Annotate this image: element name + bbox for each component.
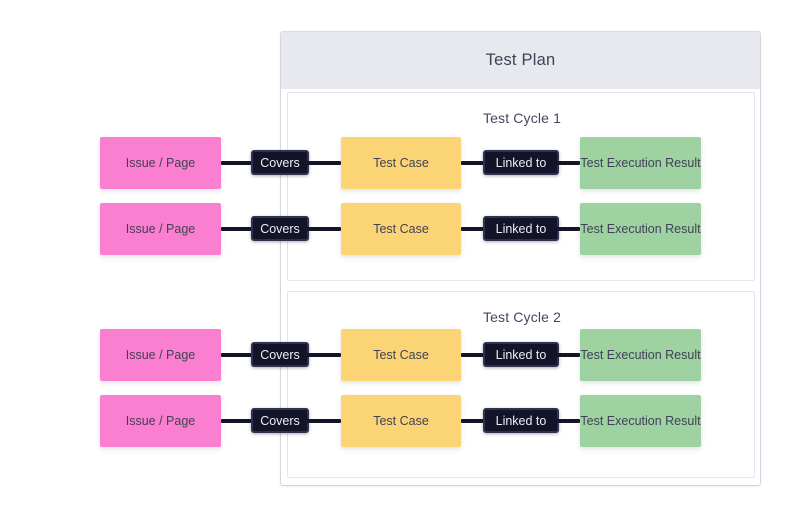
node-label: Test Case bbox=[373, 155, 429, 170]
flow-row: Issue / Page Covers Test Case Linked to … bbox=[0, 395, 800, 447]
relation-badge-covers[interactable]: Covers bbox=[251, 150, 309, 175]
connector-line bbox=[555, 419, 580, 423]
node-issue-page[interactable]: Issue / Page bbox=[100, 329, 221, 381]
test-cycle-2-card: Test Cycle 2 bbox=[287, 291, 755, 478]
connector-line bbox=[303, 161, 341, 165]
connector-line bbox=[555, 227, 580, 231]
node-test-case[interactable]: Test Case bbox=[341, 329, 461, 381]
relation-label: Linked to bbox=[495, 413, 547, 428]
node-test-execution-result[interactable]: Test Execution Result bbox=[580, 329, 701, 381]
node-label: Issue / Page bbox=[125, 221, 196, 236]
relation-label: Linked to bbox=[495, 155, 547, 170]
page-title: Test Plan bbox=[485, 51, 556, 69]
node-issue-page[interactable]: Issue / Page bbox=[100, 395, 221, 447]
relation-label: Linked to bbox=[495, 347, 547, 362]
connector-line bbox=[555, 353, 580, 357]
flow-row: Issue / Page Covers Test Case Linked to … bbox=[0, 137, 800, 189]
node-test-execution-result[interactable]: Test Execution Result bbox=[580, 203, 701, 255]
relation-label: Covers bbox=[260, 221, 300, 236]
connector-line bbox=[555, 161, 580, 165]
relation-badge-covers[interactable]: Covers bbox=[251, 408, 309, 433]
connector-line bbox=[303, 227, 341, 231]
node-test-case[interactable]: Test Case bbox=[341, 395, 461, 447]
flow-row: Issue / Page Covers Test Case Linked to … bbox=[0, 329, 800, 381]
node-test-case[interactable]: Test Case bbox=[341, 203, 461, 255]
relation-label: Covers bbox=[260, 347, 300, 362]
test-plan-header: Test Plan bbox=[281, 32, 760, 89]
connector-line bbox=[221, 161, 257, 165]
connector-line bbox=[221, 353, 257, 357]
relation-badge-covers[interactable]: Covers bbox=[251, 216, 309, 241]
relation-label: Covers bbox=[260, 413, 300, 428]
connector-line bbox=[461, 419, 485, 423]
connector-line bbox=[303, 353, 341, 357]
node-label: Test Case bbox=[373, 347, 429, 362]
node-label: Test Case bbox=[373, 221, 429, 236]
relation-label: Linked to bbox=[495, 221, 547, 236]
node-issue-page[interactable]: Issue / Page bbox=[100, 137, 221, 189]
node-test-case[interactable]: Test Case bbox=[341, 137, 461, 189]
relation-badge-linked-to[interactable]: Linked to bbox=[483, 342, 559, 367]
connector-line bbox=[461, 353, 485, 357]
relation-badge-linked-to[interactable]: Linked to bbox=[483, 408, 559, 433]
relation-label: Covers bbox=[260, 155, 300, 170]
relation-badge-linked-to[interactable]: Linked to bbox=[483, 150, 559, 175]
connector-line bbox=[461, 161, 485, 165]
connector-line bbox=[303, 419, 341, 423]
node-label: Test Execution Result bbox=[580, 413, 701, 428]
node-label: Issue / Page bbox=[125, 347, 196, 362]
node-issue-page[interactable]: Issue / Page bbox=[100, 203, 221, 255]
test-cycle-2-title: Test Cycle 2 bbox=[482, 309, 562, 325]
node-label: Issue / Page bbox=[125, 155, 196, 170]
node-label: Issue / Page bbox=[125, 413, 196, 428]
node-test-execution-result[interactable]: Test Execution Result bbox=[580, 137, 701, 189]
connector-line bbox=[461, 227, 485, 231]
node-label: Test Execution Result bbox=[580, 155, 701, 170]
relation-badge-linked-to[interactable]: Linked to bbox=[483, 216, 559, 241]
relation-badge-covers[interactable]: Covers bbox=[251, 342, 309, 367]
node-label: Test Case bbox=[373, 413, 429, 428]
test-cycle-1-title: Test Cycle 1 bbox=[482, 110, 562, 126]
node-label: Test Execution Result bbox=[580, 221, 701, 236]
connector-line bbox=[221, 227, 257, 231]
flow-row: Issue / Page Covers Test Case Linked to … bbox=[0, 203, 800, 255]
node-test-execution-result[interactable]: Test Execution Result bbox=[580, 395, 701, 447]
connector-line bbox=[221, 419, 257, 423]
node-label: Test Execution Result bbox=[580, 347, 701, 362]
